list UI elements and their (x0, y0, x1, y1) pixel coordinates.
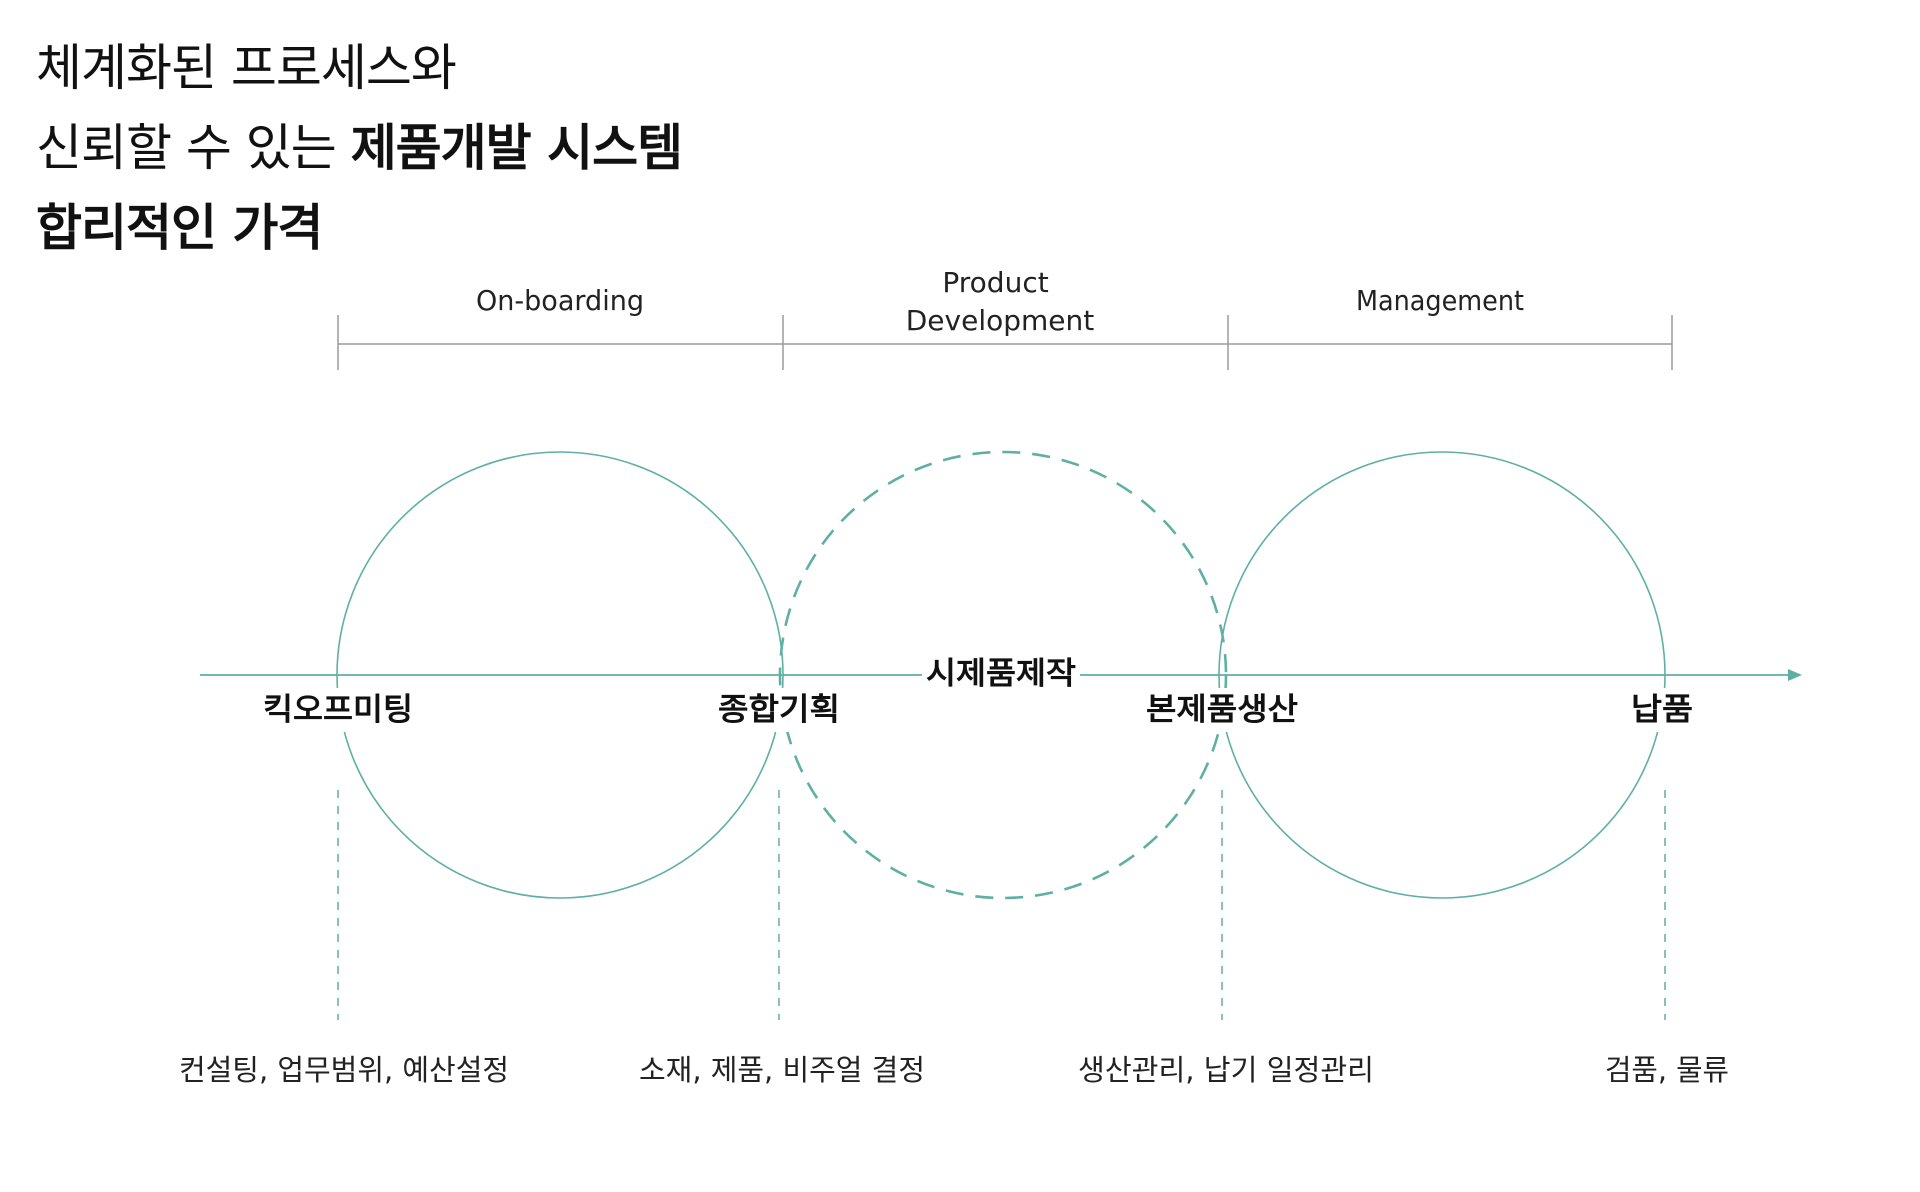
phase-label-product-development: Product Development (906, 266, 1095, 337)
phase-label-product-development-line-1: Product (942, 266, 1048, 299)
phase-label-onboarding-line-1: On-boarding (476, 284, 644, 317)
center-step-label: 시제품제작 (926, 656, 1076, 692)
stage-label-planning: 종합기획 (718, 692, 840, 728)
stage-label-delivery: 납품 (1631, 692, 1693, 728)
stage-backing-1 (258, 688, 418, 732)
arrow-right-icon (1788, 669, 1802, 681)
detail-label-kickoff: 컨설팅, 업무범위, 예산설정 (179, 1053, 509, 1087)
stage-backing-3 (1142, 688, 1302, 732)
headline-line-2-bold: 제품개발 시스템 (350, 119, 683, 177)
guide-lines (337, 790, 1666, 1020)
phase-label-management-line-1: Management (1356, 284, 1524, 317)
phase-bracket (337, 315, 1673, 370)
phase-label-onboarding: On-boarding (476, 284, 644, 317)
detail-label-planning: 소재, 제품, 비주얼 결정 (639, 1053, 925, 1087)
headline: 체계화된 프로세스와 신뢰할 수 있는 제품개발 시스템 합리적인 가격 (36, 28, 683, 268)
headline-line-2-regular: 신뢰할 수 있는 (36, 119, 351, 177)
stage-label-production: 본제품생산 (1146, 692, 1298, 728)
headline-line-3-bold: 합리적인 가격 (36, 199, 323, 257)
stage-label-kickoff: 킥오프미팅 (263, 692, 413, 728)
headline-line-1: 체계화된 프로세스와 (36, 39, 457, 97)
stage-backing-2 (714, 688, 844, 732)
phase-label-management: Management (1356, 284, 1524, 317)
detail-label-delivery: 검품, 물류 (1605, 1053, 1729, 1087)
headline-line-2: 신뢰할 수 있는 제품개발 시스템 (36, 108, 683, 188)
stage-backing-4 (1620, 688, 1704, 732)
center-step-backing (922, 650, 1080, 698)
phase-label-product-development-line-2: Development (906, 304, 1095, 337)
headline-line-3: 합리적인 가격 (36, 188, 682, 268)
detail-label-production: 생산관리, 납기 일정관리 (1078, 1053, 1374, 1087)
